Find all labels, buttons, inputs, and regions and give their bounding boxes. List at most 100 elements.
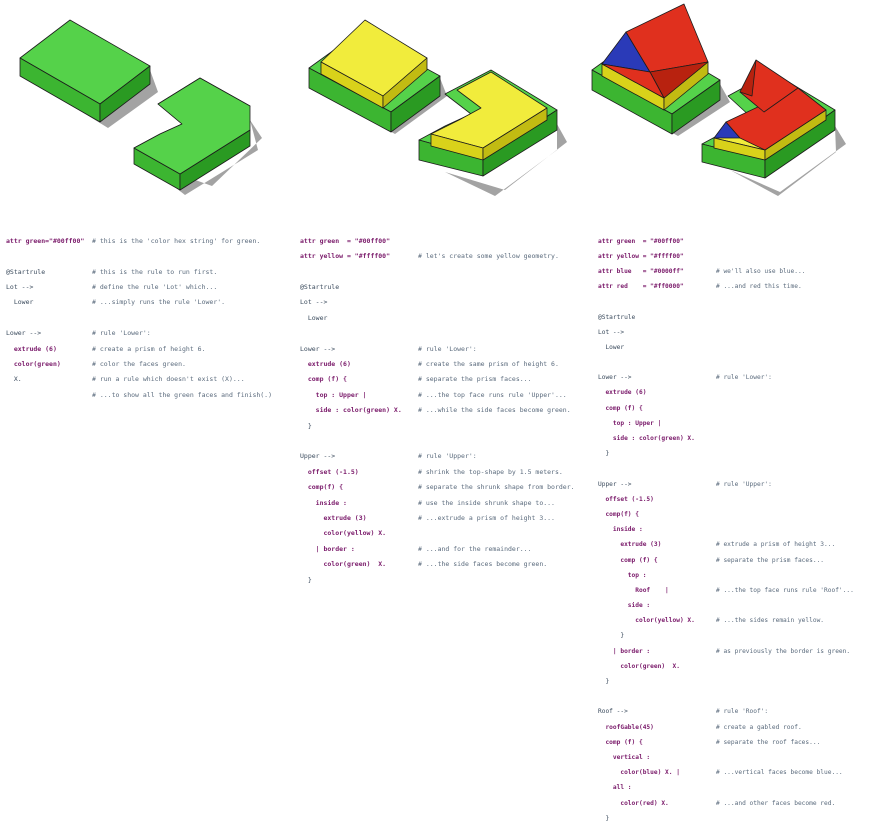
code-comment: # rule 'Upper': <box>716 480 772 488</box>
code-line: all : <box>598 784 854 792</box>
code-comment: # create a gabled roof. <box>716 723 802 731</box>
code-statement: X. <box>6 375 22 384</box>
code-line: extrude (6)# create the same prism of he… <box>300 360 575 369</box>
code-statement: comp(f) { <box>300 483 344 492</box>
lot-l-shape-1 <box>133 77 262 195</box>
code-statement: side : color(green) X. <box>300 406 402 415</box>
code-comment: # as previously the border is green. <box>716 647 851 655</box>
code-comment: # separate the prism faces... <box>418 375 532 384</box>
code-line: side : color(green) X.# ...while the sid… <box>300 406 575 415</box>
code-comment: # ...simply runs the rule 'Lower'. <box>92 298 226 307</box>
code-statement: Lower --> <box>598 374 632 382</box>
code-statement: side : color(green) X. <box>598 435 695 443</box>
code-line: side : color(green) X. <box>598 435 854 443</box>
code-line: | border : # as previously the border is … <box>598 648 854 656</box>
code-statement: inside : <box>300 498 347 507</box>
code-comment: # define the rule 'Lot' which... <box>92 282 218 291</box>
code-line: comp (f) {# separate the prism faces... <box>300 376 575 384</box>
code-statement: Lower <box>6 298 34 307</box>
code-line: @Startrule# this is the rule to run firs… <box>6 267 272 277</box>
code-statement: attr yellow = "#ffff00" <box>598 252 684 260</box>
code-line: Lot --> <box>300 299 575 307</box>
code-statement: | border : <box>300 544 355 553</box>
code-line: roofGable(45) # create a gabled roof. <box>598 724 854 732</box>
code-line <box>598 298 854 306</box>
code-line: Upper --> # rule 'Upper': <box>300 453 575 461</box>
code-statement: Roof --> <box>598 708 628 716</box>
code-line: @Startrule <box>598 314 854 322</box>
code-line: extrude (6)# create a prism of height 6. <box>6 345 272 354</box>
code-statement: comp (f) { <box>598 556 658 564</box>
code-comment: # ...and other faces become red. <box>716 799 836 807</box>
code-statement: attr green = "#00ff00" <box>598 237 684 245</box>
code-line <box>6 315 272 323</box>
code-line: color(green) X. # ...the side faces becom… <box>300 560 575 569</box>
code-comment: # ...the side faces become green. <box>418 560 548 569</box>
code-statement: } <box>598 450 610 458</box>
code-line: Upper --> # rule 'Upper': <box>598 481 854 489</box>
code-statement: Lot --> <box>598 328 625 336</box>
code-statement: } <box>300 575 312 584</box>
code-panel-1: attr green="#00ff00"# this is the 'color… <box>6 230 272 407</box>
code-line: color(blue) X. | # ...vertical faces beco… <box>598 769 854 777</box>
code-statement: attr green="#00ff00" <box>6 236 85 245</box>
code-statement: Lot --> <box>6 282 34 291</box>
upper-box-2 <box>308 19 447 134</box>
code-line: attr green = "#00ff00" <box>598 238 854 246</box>
code-line: Lot --> <box>598 329 854 337</box>
code-comment: # ...the top face runs rule 'Roof'... <box>716 586 854 594</box>
code-statement: Upper --> <box>300 452 336 461</box>
code-statement: Lower --> <box>300 344 336 353</box>
code-line: color(red) X.# ...and other faces become… <box>598 800 854 808</box>
code-line <box>300 438 575 446</box>
code-line: Lower <box>598 344 854 352</box>
code-statement: attr yellow = "#ffff00" <box>300 252 391 261</box>
code-statement: comp(f) { <box>598 510 639 518</box>
code-statement: attr green = "#00ff00" <box>300 236 391 245</box>
code-line: top : Upper | <box>598 420 854 428</box>
lot-box-1 <box>19 19 158 128</box>
code-statement: all : <box>598 784 632 792</box>
code-comment: # ...and red this time. <box>716 283 802 291</box>
code-line <box>300 269 575 277</box>
code-comment: # rule 'Upper': <box>418 452 477 461</box>
code-line: comp (f) {# separate the prism faces... <box>598 557 854 565</box>
code-line: inside : <box>598 526 854 534</box>
code-line: } <box>300 422 575 431</box>
code-line: Lower --># rule 'Lower': <box>6 329 272 338</box>
code-line: Lower # ...simply runs the rule 'Lower'. <box>6 298 272 307</box>
code-statement: Lower <box>598 343 625 351</box>
code-statement: top : Upper | <box>598 419 662 427</box>
code-statement: inside : <box>598 526 643 534</box>
code-comment: # run a rule which doesn't exist (X)... <box>92 375 245 384</box>
code-line: color(yellow) X. <box>300 530 575 538</box>
code-line: offset (-1.5) <box>598 496 854 504</box>
code-line: } <box>598 678 854 686</box>
code-comment: # this is the rule to run first. <box>92 267 218 276</box>
code-line: comp(f) { <box>598 511 854 519</box>
code-line <box>6 253 272 261</box>
code-statement: roofGable(45) <box>598 723 654 731</box>
code-line: color(green) X. <box>598 663 854 671</box>
code-statement: color(green) <box>6 359 61 368</box>
code-line: | border :# ...and for the remainder... <box>300 544 575 554</box>
code-comment: # ...to show all the green faces and fin… <box>92 390 273 399</box>
code-statement: Upper --> <box>598 480 632 488</box>
code-line: X. # run a rule which doesn't exist (X)..… <box>6 376 272 384</box>
code-line: top : Upper |# ...the top face runs rule… <box>300 391 575 400</box>
code-line: Roof --># rule 'Roof': <box>598 708 854 716</box>
code-statement: color(green) X. <box>300 560 387 569</box>
code-comment: # ...vertical faces become blue... <box>716 769 843 777</box>
code-line <box>598 465 854 473</box>
roofed-l-shape-3 <box>701 59 846 196</box>
code-statement: | border : <box>598 647 651 655</box>
code-statement: Lot --> <box>300 298 328 307</box>
code-statement: color(blue) X. | <box>598 769 680 777</box>
code-panel-3: attr green = "#00ff00" attr yellow = "#f… <box>598 230 854 830</box>
code-line: Lower --># rule 'Lower': <box>598 374 854 382</box>
code-line: @Startrule <box>300 283 575 292</box>
code-line: attr yellow = "#ffff00" # let's create so… <box>300 252 575 261</box>
code-line: Roof |# ...the top face runs rule 'Roof'… <box>598 587 854 595</box>
code-statement: offset (-1.5) <box>300 467 359 476</box>
code-comment: # let's create some yellow geometry. <box>418 252 559 261</box>
